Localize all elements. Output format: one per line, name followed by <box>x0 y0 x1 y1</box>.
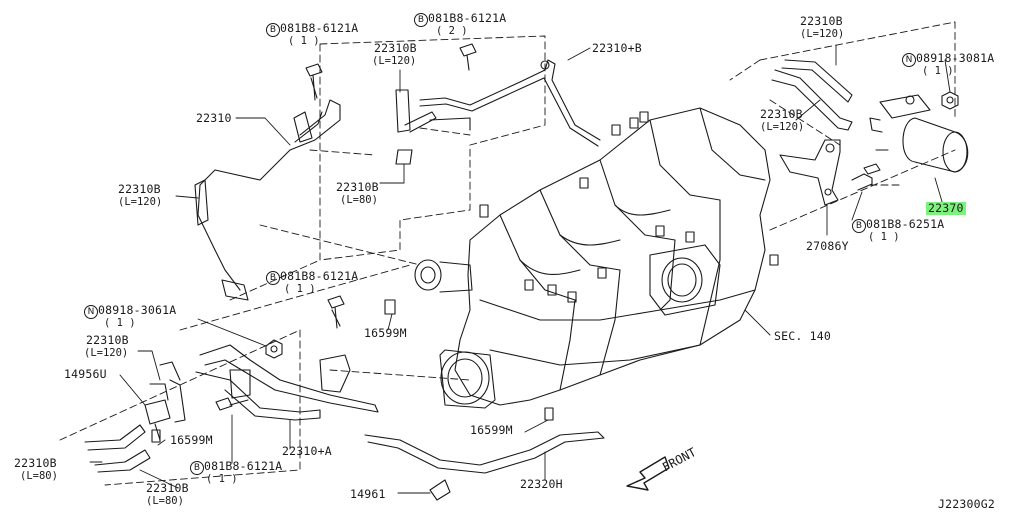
bolts <box>215 43 477 411</box>
pipe-22310 <box>194 99 341 301</box>
nut-part-number[interactable]: 08918-3061A <box>98 303 177 317</box>
hose-length: (L=120) <box>372 55 417 67</box>
hose-part-number[interactable]: 22310B <box>760 107 803 121</box>
bolt-marker: B <box>190 461 204 475</box>
clip-part-number[interactable]: 16599M <box>364 326 407 340</box>
nut-marker: N <box>902 53 916 67</box>
hoses-top-right <box>771 59 853 131</box>
bolt-quantity: ( 2 ) <box>436 25 468 37</box>
bolt-marker: B <box>852 219 866 233</box>
section-reference[interactable]: SEC. 140 <box>774 329 831 343</box>
nut-quantity: ( 1 ) <box>104 317 136 329</box>
bolt-marker: B <box>266 271 280 285</box>
dashed-guides <box>59 21 956 486</box>
leader-lines <box>89 44 951 494</box>
highlighted-part-22370[interactable]: 22370 <box>926 201 966 215</box>
pipe-part-number[interactable]: 22310 <box>196 111 232 125</box>
bolt-quantity: ( 1 ) <box>288 35 320 47</box>
hose-part-number[interactable]: 22310B <box>146 481 189 495</box>
hose-part-number[interactable]: 22310B <box>118 182 161 196</box>
hose-part-number[interactable]: 22310B <box>336 180 379 194</box>
hose-part-number[interactable]: 22310B <box>14 456 57 470</box>
hose-part-number[interactable]: 22310B <box>374 41 417 55</box>
bolt-part-number[interactable]: 081B8-6121A <box>280 21 359 35</box>
hose-part-number[interactable]: 22310B <box>86 333 129 347</box>
connector-part-number[interactable]: 14961 <box>350 487 386 501</box>
bolt-part-number[interactable]: 081B8-6121A <box>204 459 283 473</box>
bolt-quantity: ( 1 ) <box>868 231 900 243</box>
bolt-quantity: ( 1 ) <box>284 283 316 295</box>
bracket-27086y <box>779 139 881 206</box>
hose-part-number[interactable]: 22310B <box>800 14 843 28</box>
hoses-center-top <box>395 89 437 165</box>
intake-manifold <box>414 107 779 409</box>
hose-length: (L=80) <box>20 470 58 482</box>
pipe-22310-plus-b <box>419 59 601 147</box>
bolt-part-number[interactable]: 081B8-6251A <box>866 217 945 231</box>
lower-left-assembly <box>84 299 554 473</box>
canister-22370 <box>869 91 969 173</box>
bolt-part-number[interactable]: 081B8-6121A <box>428 11 507 25</box>
hose-length: (L=120) <box>800 28 845 40</box>
bolt-quantity: ( 1 ) <box>206 473 238 485</box>
bracket-part-number[interactable]: 27086Y <box>806 239 849 253</box>
hose-length: (L=120) <box>760 121 805 133</box>
pipe-part-number[interactable]: 22310+A <box>282 444 332 458</box>
pipe-part-number[interactable]: 22320H <box>520 477 563 491</box>
bolt-marker: B <box>414 13 428 27</box>
hose-length: (L=120) <box>118 196 163 208</box>
front-arrow <box>626 456 670 491</box>
diagram-code: J22300G2 <box>938 497 995 511</box>
pipe-22320h <box>364 431 605 501</box>
bolt-marker: B <box>266 23 280 37</box>
nut-quantity: ( 1 ) <box>922 65 954 77</box>
bolt-part-number[interactable]: 081B8-6121A <box>280 269 359 283</box>
clip-part-number[interactable]: 16599M <box>470 423 513 437</box>
nut-marker: N <box>84 305 98 319</box>
clip-part-number[interactable]: 16599M <box>170 433 213 447</box>
hose-length: (L=80) <box>340 194 378 206</box>
pipe-part-number[interactable]: 22310+B <box>592 41 642 55</box>
solenoid-part-number[interactable]: 14956U <box>64 367 107 381</box>
hose-length: (L=80) <box>146 495 184 507</box>
nut-part-number[interactable]: 08918-3081A <box>916 51 995 65</box>
hose-length: (L=120) <box>84 347 129 359</box>
